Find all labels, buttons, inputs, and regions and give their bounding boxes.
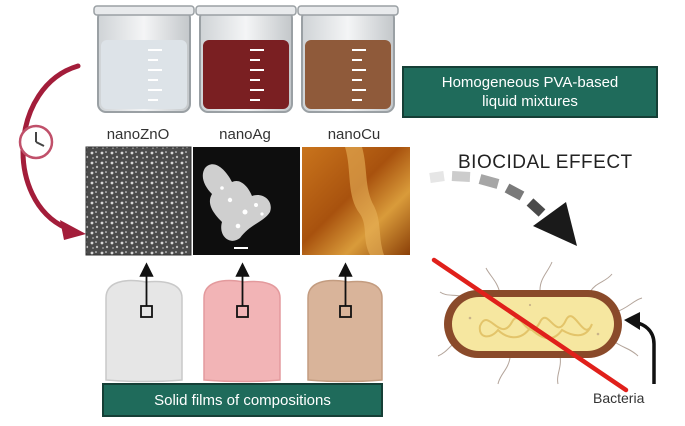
- strike-line: [431, 257, 629, 393]
- micrograph-nanozno: [85, 146, 192, 256]
- zoom-arrow-nanozno: [139, 262, 154, 318]
- bacteria-label: Bacteria: [593, 390, 645, 406]
- liquid-mixtures-line1: Homogeneous PVA-based: [441, 74, 619, 91]
- zoom-arrow-nanocu: [338, 262, 353, 318]
- beaker-nanozno: [93, 5, 195, 113]
- film-nanozno: [105, 279, 183, 383]
- sample-label-nanocu: nanoCu: [327, 126, 381, 143]
- sample-label-nanozno: nanoZnO: [106, 126, 170, 143]
- zoom-arrow-nanoag: [235, 262, 250, 318]
- solid-films-label: Solid films of compositions: [102, 383, 383, 417]
- biocidal-arrow: [429, 171, 577, 246]
- film-nanoag: [203, 279, 281, 383]
- sample-label-nanoag: nanoAg: [219, 126, 271, 143]
- liquid-mixtures-label: Homogeneous PVA-based liquid mixtures: [402, 66, 658, 118]
- beaker-nanoag: [195, 5, 297, 113]
- micrograph-nanocu: [302, 147, 410, 255]
- film-nanocu: [307, 279, 383, 383]
- curved-arrow-head: [60, 220, 86, 240]
- bacteria-pointer-arrow: [624, 312, 656, 384]
- micrograph-nanoag: [193, 147, 300, 255]
- bacterium-icon: [437, 261, 643, 385]
- beaker-nanocu: [297, 5, 399, 113]
- biocidal-effect-label: BIOCIDAL EFFECT: [458, 152, 633, 173]
- liquid-mixtures-line2: liquid mixtures: [482, 93, 578, 110]
- clock-icon: [18, 124, 54, 160]
